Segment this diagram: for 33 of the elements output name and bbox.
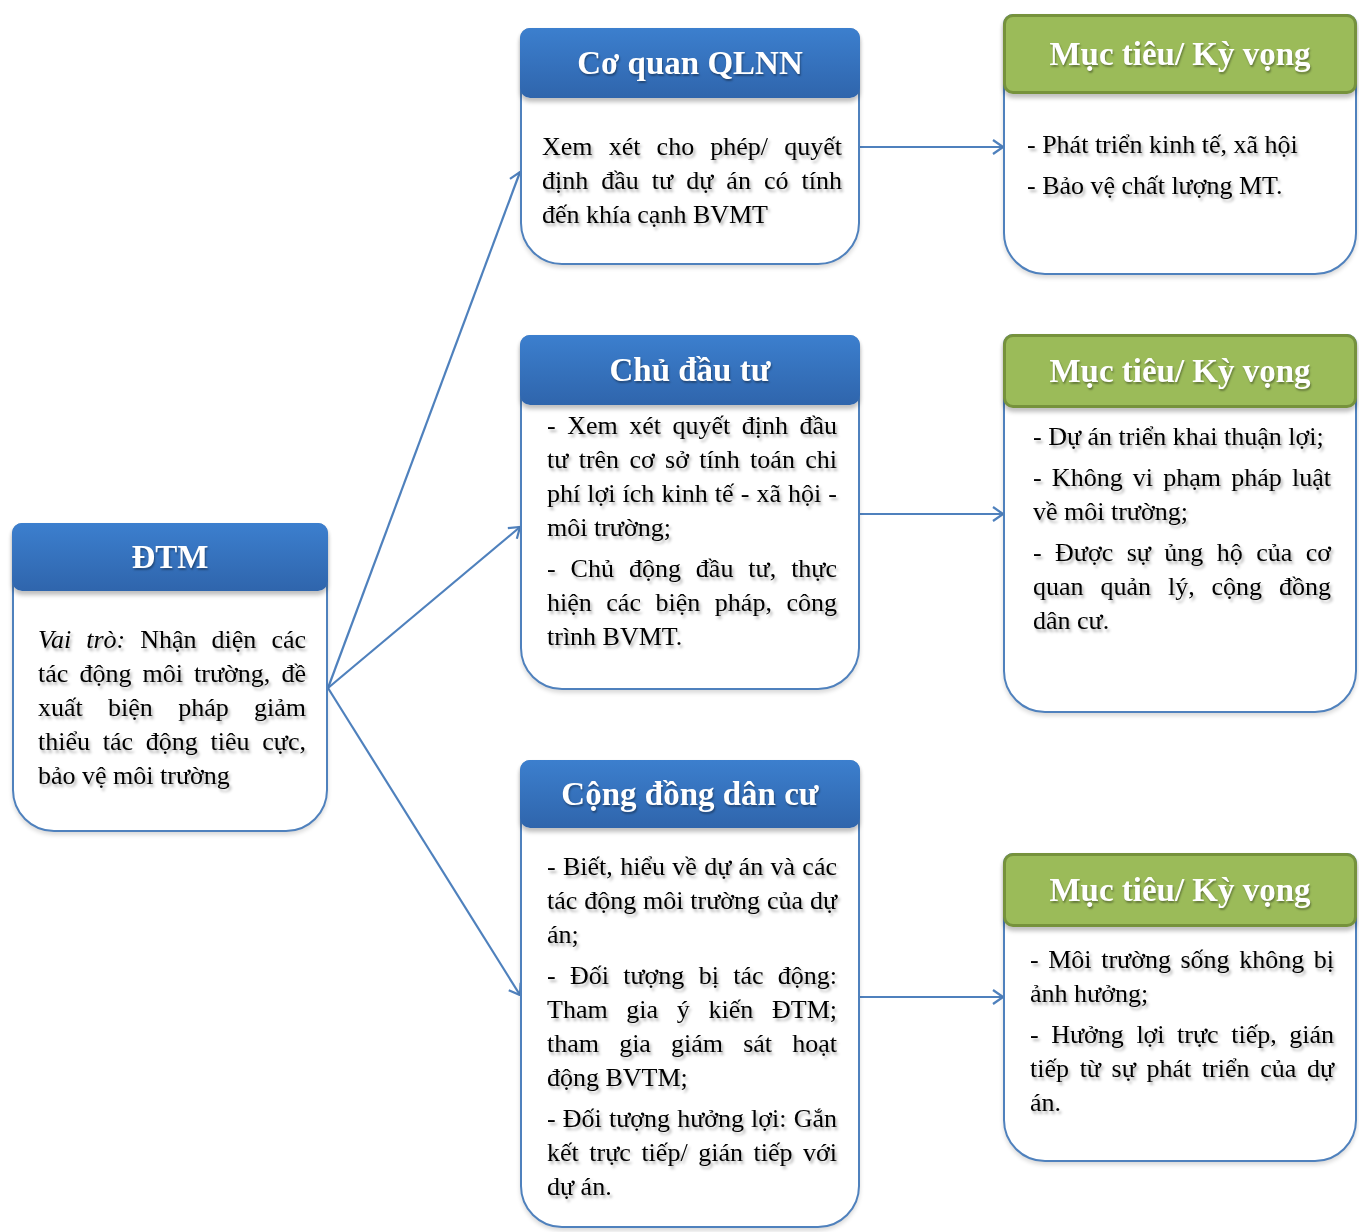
card-header: Cơ quan QLNN: [520, 28, 860, 98]
card: [520, 28, 860, 265]
card: [12, 523, 328, 832]
card-header: Chủ đầu tư: [520, 335, 860, 405]
body-text: Xem xét cho phép/ quyết định đầu tư dự án có tính đến khía cạnh BVMT: [542, 131, 842, 231]
body-text: Vai trò: Nhận diện các tác động môi trường, đề xuất biện pháp giảm thiểu tác động tiêu cực, bảo vệ môi trường: [38, 624, 306, 792]
card: [520, 335, 860, 690]
arrow: [860, 505, 1005, 523]
body-text: - Đối tượng hưởng lợi: Gắn kết trực tiếp/ gián tiếp với dự án.: [547, 1103, 837, 1203]
body-text: - Được sự ủng hộ của cơ quan quản lý, cộng đồng dân cư.: [1033, 537, 1331, 637]
card-header: ĐTM: [12, 523, 328, 591]
body-text: - Môi trường sống không bị ảnh hưởng;: [1030, 944, 1334, 1010]
card-header: Mục tiêu/ Kỳ vọng: [1003, 14, 1357, 94]
arrow: [327, 525, 522, 689]
card: [1003, 853, 1357, 1162]
card-header: Mục tiêu/ Kỳ vọng: [1003, 853, 1357, 927]
body-text: - Phát triển kinh tế, xã hội: [1027, 129, 1299, 161]
body-text: - Dự án triển khai thuận lợi;: [1033, 421, 1325, 453]
card: [1003, 334, 1357, 713]
arrow: [860, 988, 1005, 1006]
body-text: - Xem xét quyết định đầu tư trên cơ sở tính toán chi phí lợi ích kinh tế - xã hội - môi trường;: [547, 410, 837, 544]
card: [520, 760, 860, 1228]
body-text: - Đối tượng bị tác động: Tham gia ý kiến ĐTM; tham gia giám sát hoạt động BVTM;: [547, 960, 837, 1094]
card-header: Mục tiêu/ Kỳ vọng: [1003, 334, 1357, 408]
arrow: [860, 138, 1005, 156]
card: [1003, 14, 1357, 275]
body-text: - Chủ động đầu tư, thực hiện các biện pháp, công trình BVMT.: [547, 553, 837, 653]
body-text: - Không vi phạm pháp luật về môi trường;: [1033, 462, 1331, 528]
body-text: - Hưởng lợi trực tiếp, gián tiếp từ sự phát triển của dự án.: [1030, 1019, 1334, 1119]
body-text: - Biết, hiểu về dự án và các tác động môi trường của dự án;: [547, 851, 837, 951]
arrow: [327, 687, 522, 997]
card-header: Cộng đồng dân cư: [520, 760, 860, 828]
body-text: - Bảo vệ chất lượng MT.: [1027, 170, 1284, 202]
